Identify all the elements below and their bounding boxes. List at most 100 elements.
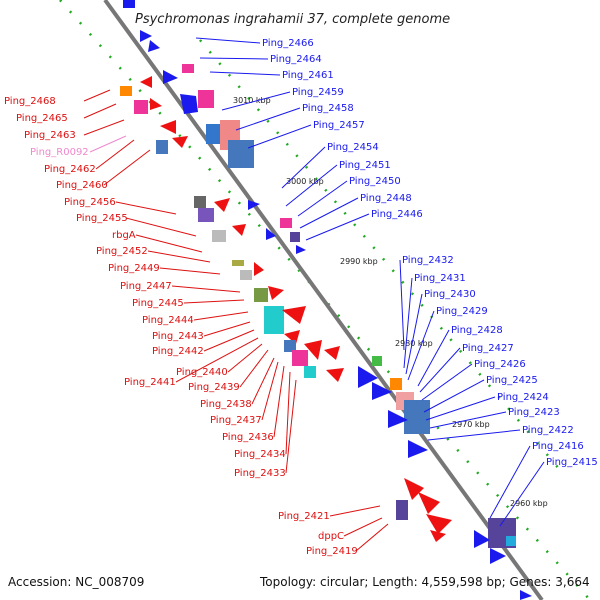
gene-arrow[interactable]: [490, 548, 506, 564]
gene-arrow[interactable]: [160, 120, 176, 134]
gene-label[interactable]: Ping_2443: [152, 331, 204, 342]
gene-label[interactable]: Ping_2456: [64, 197, 116, 208]
gene-arrow[interactable]: [358, 366, 378, 388]
gene-label[interactable]: Ping_2463: [24, 130, 76, 141]
gene-label[interactable]: Ping_2427: [462, 343, 514, 354]
gene-label[interactable]: Ping_2454: [327, 142, 379, 153]
gene-label[interactable]: Ping_2425: [486, 375, 538, 386]
gene-label[interactable]: Ping_2428: [451, 325, 503, 336]
gene-block[interactable]: [194, 196, 206, 208]
gene-label[interactable]: Ping_2436: [222, 432, 274, 443]
gene-arrow[interactable]: [123, 0, 135, 8]
gene-label[interactable]: Ping_2445: [132, 298, 184, 309]
gene-block[interactable]: [284, 340, 296, 352]
gene-arrow[interactable]: [214, 198, 230, 212]
gene-block[interactable]: [404, 400, 430, 434]
gene-arrow[interactable]: [254, 262, 264, 276]
gene-block[interactable]: [264, 306, 284, 334]
gene-label[interactable]: Ping_2446: [371, 209, 423, 220]
gene-arrow[interactable]: [426, 514, 452, 534]
gene-label[interactable]: Ping_2422: [522, 425, 574, 436]
gene-label[interactable]: Ping_2444: [142, 315, 194, 326]
gene-arrow[interactable]: [282, 306, 306, 324]
gene-block[interactable]: [232, 260, 244, 266]
gene-label[interactable]: Ping_2460: [56, 180, 108, 191]
gene-arrow[interactable]: [266, 228, 276, 240]
gene-label[interactable]: Ping_2415: [546, 457, 598, 468]
gene-label[interactable]: dppC: [318, 531, 344, 542]
gene-label[interactable]: Ping_2440: [176, 367, 228, 378]
gene-arrow[interactable]: [372, 382, 392, 400]
gene-label[interactable]: Ping_2416: [532, 441, 584, 452]
gene-label[interactable]: Ping_2461: [282, 70, 334, 81]
gene-label[interactable]: Ping_2432: [402, 255, 454, 266]
gene-block[interactable]: [228, 140, 254, 168]
gene-label[interactable]: Ping_2462: [44, 164, 96, 175]
gene-arrow[interactable]: [474, 530, 490, 548]
gene-label[interactable]: Ping_2459: [292, 87, 344, 98]
gene-label[interactable]: rbgA: [112, 230, 136, 241]
gene-block[interactable]: [182, 64, 194, 73]
gene-block[interactable]: [290, 232, 300, 242]
gene-label[interactable]: Ping_2423: [508, 407, 560, 418]
gene-block[interactable]: [198, 208, 214, 222]
gene-arrow[interactable]: [430, 530, 446, 542]
gene-label[interactable]: Ping_2438: [200, 399, 252, 410]
gene-label[interactable]: Ping_2450: [349, 176, 401, 187]
gene-label[interactable]: Ping_2448: [360, 193, 412, 204]
gene-arrow[interactable]: [248, 200, 260, 210]
gene-block[interactable]: [280, 218, 292, 228]
gene-arrow[interactable]: [388, 410, 408, 428]
gene-block[interactable]: [156, 140, 168, 154]
gene-label[interactable]: Ping_2429: [436, 306, 488, 317]
gene-arrow[interactable]: [180, 94, 198, 114]
gene-label[interactable]: Ping_2452: [96, 246, 148, 257]
gene-label[interactable]: Ping_2458: [302, 103, 354, 114]
gene-label[interactable]: Ping_2455: [76, 213, 128, 224]
gene-arrow[interactable]: [520, 590, 532, 600]
gene-label[interactable]: Ping_2465: [16, 113, 68, 124]
gene-label[interactable]: Ping_R0092: [30, 147, 89, 158]
gene-block[interactable]: [134, 100, 148, 114]
gene-label[interactable]: Ping_2433: [234, 468, 286, 479]
gene-block[interactable]: [396, 500, 408, 520]
gene-label[interactable]: Ping_2439: [188, 382, 240, 393]
gene-label[interactable]: Ping_2442: [152, 346, 204, 357]
gene-label[interactable]: Ping_2421: [278, 511, 330, 522]
gene-label[interactable]: Ping_2441: [124, 377, 176, 388]
gene-block[interactable]: [240, 270, 252, 280]
gene-arrow[interactable]: [268, 286, 284, 300]
gene-block[interactable]: [292, 350, 308, 366]
gene-label[interactable]: Ping_2437: [210, 415, 262, 426]
gene-label[interactable]: Ping_2424: [497, 392, 549, 403]
gene-block[interactable]: [304, 366, 316, 378]
gene-block[interactable]: [212, 230, 226, 242]
gene-block[interactable]: [506, 536, 516, 546]
gene-arrow[interactable]: [326, 368, 344, 382]
gene-label[interactable]: Ping_2464: [270, 54, 322, 65]
gene-arrow[interactable]: [232, 224, 246, 236]
gene-arrow[interactable]: [172, 136, 188, 148]
gene-label[interactable]: Ping_2419: [306, 546, 358, 557]
gene-label[interactable]: Ping_2468: [4, 96, 56, 107]
gene-label[interactable]: Ping_2466: [262, 38, 314, 49]
gene-label[interactable]: Ping_2431: [414, 273, 466, 284]
gene-arrow[interactable]: [148, 40, 160, 52]
gene-label[interactable]: Ping_2449: [108, 263, 160, 274]
gene-arrow[interactable]: [140, 30, 152, 42]
gene-block[interactable]: [120, 86, 132, 96]
gene-block[interactable]: [390, 378, 402, 390]
gene-arrow[interactable]: [408, 440, 428, 458]
gene-arrow[interactable]: [150, 98, 162, 110]
gene-label[interactable]: Ping_2426: [474, 359, 526, 370]
gene-arrow[interactable]: [296, 245, 306, 254]
gene-arrow[interactable]: [163, 70, 178, 84]
gene-label[interactable]: Ping_2447: [120, 281, 172, 292]
gene-label[interactable]: Ping_2457: [313, 120, 365, 131]
gene-arrow[interactable]: [404, 478, 424, 500]
gene-arrow[interactable]: [324, 346, 340, 360]
gene-arrow[interactable]: [418, 492, 440, 514]
gene-block[interactable]: [254, 288, 268, 302]
gene-block[interactable]: [198, 90, 214, 108]
gene-label[interactable]: Ping_2430: [424, 289, 476, 300]
